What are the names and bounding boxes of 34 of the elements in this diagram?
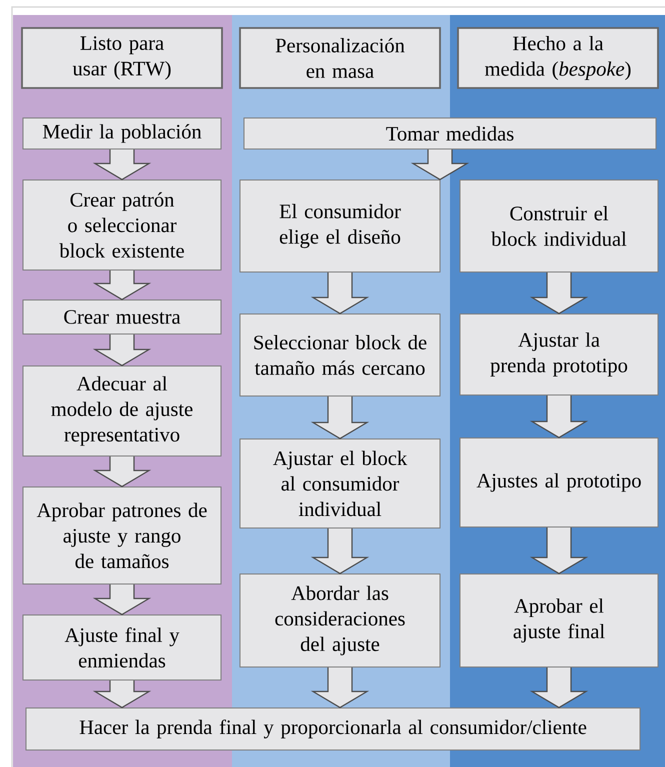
block-arrow [92,584,152,616]
process-box: Crear patrón o seleccionar block existente [22,180,222,270]
block-arrow [530,526,588,574]
column-header-box: Hecho a la medida (bespoke) [457,27,659,89]
block-arrow [92,456,152,488]
block-arrow [530,666,588,708]
block-arrow [530,394,588,438]
block-arrow [310,528,370,574]
process-box: Aprobar patrones de ajuste y rango de tamaños [22,486,222,584]
process-box: Ajustar el block al consumidor individual [240,438,440,528]
process-box: Medir la población [22,118,222,150]
block-arrow [410,148,470,180]
process-box: Ajustar la prenda prototipo [460,314,658,396]
process-box: Ajuste final y enmiendas [22,614,222,680]
process-box: Tomar medidas [244,118,656,150]
process-box: Aprobar el ajuste final [460,574,658,668]
process-box: Hacer la prenda final y proporcionarla al consumidor/cliente [26,708,640,750]
block-arrow [310,666,370,708]
block-arrow [92,148,152,180]
block-arrow [310,272,370,314]
process-box: Construir el block individual [460,180,658,272]
block-arrow [92,270,152,300]
block-arrow [92,334,152,366]
process-box: Seleccionar block de tamaño más cercano [240,314,440,396]
process-box: Crear muestra [22,300,222,334]
process-box: Ajustes al prototipo [460,438,658,528]
block-arrow [310,396,370,440]
process-box: Adecuar al modelo de ajuste representativo [22,366,222,456]
column-header-box: Personalización en masa [239,27,441,89]
column-header-box: Listo para usar (RTW) [21,27,223,89]
block-arrow [92,680,152,708]
block-arrow [530,272,588,314]
process-box: El consumidor elige el diseño [240,180,440,272]
process-box: Abordar las consideraciones del ajuste [240,574,440,668]
